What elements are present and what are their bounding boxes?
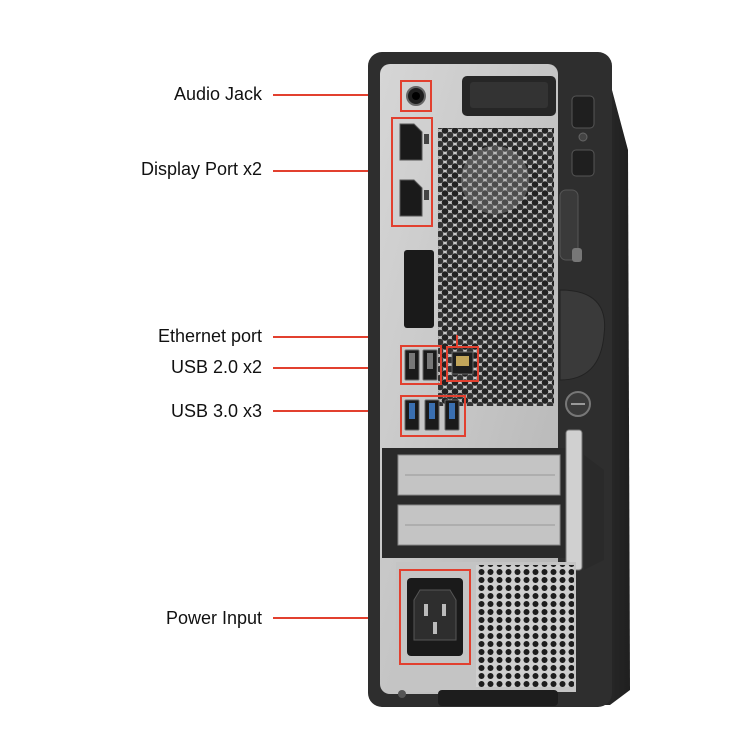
leader-usb2 [273, 367, 401, 369]
callout-display-port-label: Display Port x2 [140, 159, 262, 179]
usb3-box [400, 395, 466, 437]
callout-power-label: Power Input [165, 608, 262, 628]
callout-usb2-label: USB 2.0 x2 [170, 357, 262, 377]
callout-usb3-label: USB 3.0 x3 [170, 401, 262, 421]
callout-ethernet-label: Ethernet port [157, 326, 262, 346]
display-port-box [391, 117, 433, 227]
callout-audio-jack-label: Audio Jack [173, 84, 262, 104]
leader-ethernet [273, 336, 457, 338]
psu-vent [476, 565, 574, 687]
blank-slot [404, 250, 434, 328]
leader-display [273, 170, 390, 172]
leader-power [273, 617, 401, 619]
ethernet-box [446, 346, 479, 382]
leader-audio [273, 94, 401, 96]
audio-jack-box [400, 80, 432, 112]
leader-usb3 [273, 410, 401, 412]
power-input-box [399, 569, 471, 665]
usb2-box [400, 345, 442, 385]
display-port-2 [399, 179, 423, 217]
display-port-1 [399, 123, 423, 161]
